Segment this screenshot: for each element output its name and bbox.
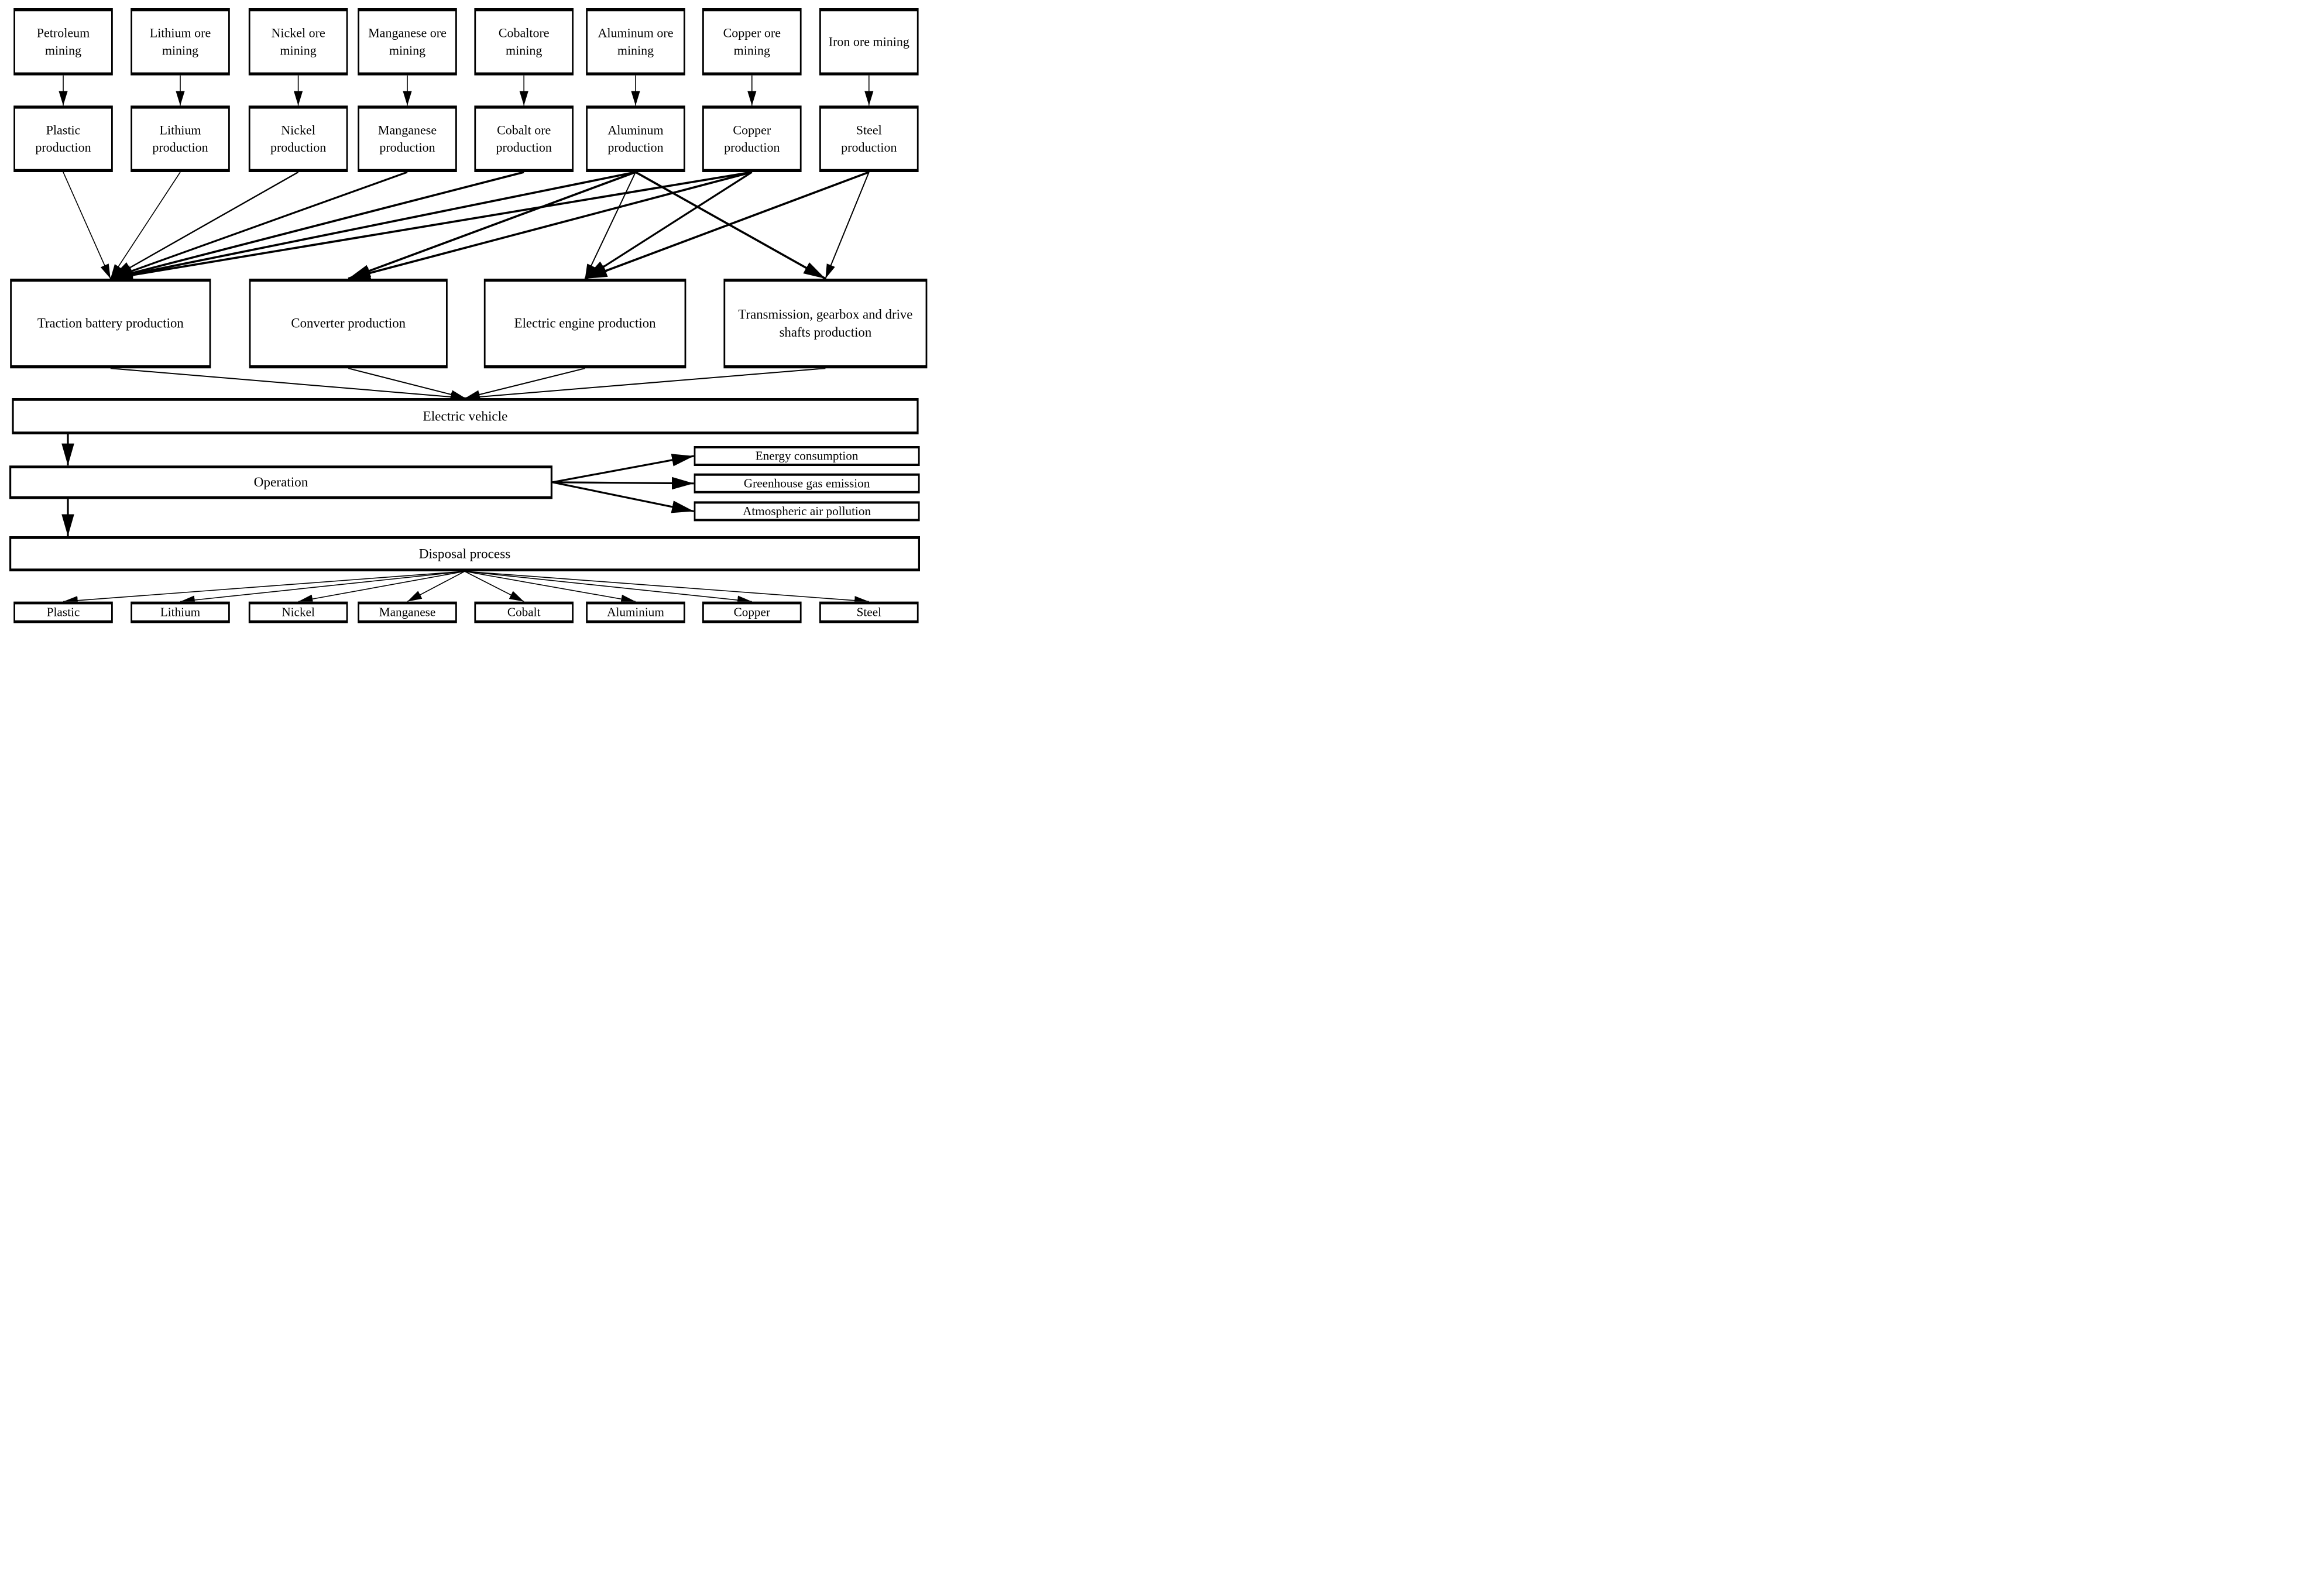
- edge-copper-production->converter: [348, 171, 753, 280]
- node-copper-out: Copper: [702, 601, 802, 623]
- node-nickel-out: Nickel: [248, 601, 348, 623]
- node-cobalt-out: Cobalt: [474, 601, 574, 623]
- node-label: Steel: [856, 605, 881, 619]
- node-label: Greenhouse gas emission: [743, 476, 870, 491]
- edge-manganese-production->traction-battery: [110, 171, 408, 280]
- node-label: Electric vehicle: [423, 408, 508, 424]
- node-label: Lithium production: [152, 122, 208, 155]
- node-aluminum-ore-mining: Aluminum ore mining: [586, 8, 685, 76]
- node-nickel-ore-mining: Nickel ore mining: [248, 8, 348, 76]
- node-label: Lithium ore mining: [149, 26, 211, 58]
- node-label: Traction battery production: [37, 316, 184, 331]
- node-label: Aluminium: [607, 605, 664, 619]
- node-operation: Operation: [9, 465, 552, 499]
- node-disposal: Disposal process: [9, 536, 920, 571]
- edge-operation->ghg-emission: [552, 477, 694, 490]
- node-energy-consumption: Energy consumption: [694, 446, 920, 466]
- node-label: Iron ore mining: [828, 34, 909, 49]
- edge-converter->electric-vehicle: [348, 368, 466, 399]
- node-steel-production: Steel production: [819, 105, 919, 172]
- node-label: Copper ore mining: [723, 26, 781, 58]
- node-label: Plastic production: [35, 122, 91, 155]
- node-label: Nickel: [282, 605, 315, 619]
- edge-disposal->cobalt-out: [464, 571, 524, 602]
- node-label: Energy consumption: [755, 449, 859, 463]
- node-manganese-out: Manganese: [358, 601, 457, 623]
- node-steel-out: Steel: [819, 601, 919, 623]
- node-label: Atmospheric air pollution: [743, 504, 871, 518]
- edge-operation->air-pollution: [552, 481, 694, 513]
- node-aluminum-production: Aluminum production: [586, 105, 685, 172]
- node-plastic-production: Plastic production: [13, 105, 113, 172]
- edge-transmission->electric-vehicle: [465, 368, 826, 402]
- edge-aluminum-production->transmission: [635, 171, 826, 280]
- node-transmission: Transmission, gearbox and drive shafts p…: [723, 279, 928, 369]
- edge-copper-production->electric-engine: [584, 171, 753, 280]
- edge-operation->energy-consumption: [552, 454, 694, 484]
- node-ghg-emission: Greenhouse gas emission: [694, 473, 920, 493]
- edge-disposal->copper-out: [464, 571, 752, 605]
- edge-nickel-production->traction-battery: [110, 171, 299, 280]
- edge-aluminum-production->electric-engine: [584, 172, 636, 279]
- node-air-pollution: Atmospheric air pollution: [694, 501, 920, 522]
- node-label: Cobalt ore production: [496, 122, 552, 155]
- edge-plastic-production->traction-battery: [63, 172, 111, 279]
- node-label: Copper production: [724, 122, 780, 155]
- node-copper-ore-mining: Copper ore mining: [702, 8, 802, 76]
- node-label: Manganese ore mining: [368, 26, 447, 58]
- edge-aluminum-production->traction-battery: [110, 171, 636, 281]
- node-cobalt-ore-mining: Cobaltore mining: [474, 8, 574, 76]
- node-electric-vehicle: Electric vehicle: [12, 398, 919, 434]
- edge-electric-engine->electric-vehicle: [465, 368, 585, 399]
- node-label: Nickel ore mining: [271, 26, 325, 58]
- node-label: Manganese: [379, 605, 436, 619]
- node-label: Transmission, gearbox and drive shafts p…: [738, 307, 913, 340]
- node-manganese-ore-mining: Manganese ore mining: [358, 8, 457, 76]
- node-traction-battery: Traction battery production: [10, 279, 211, 369]
- node-plastic-out: Plastic: [13, 601, 113, 623]
- edge-lithium-production->traction-battery: [110, 172, 181, 279]
- node-label: Disposal process: [418, 546, 511, 561]
- edge-copper-production->traction-battery: [110, 171, 753, 282]
- edge-cobalt-production->traction-battery: [110, 171, 524, 280]
- node-manganese-production: Manganese production: [358, 105, 457, 172]
- node-label: Operation: [253, 474, 308, 490]
- node-label: Manganese production: [377, 122, 437, 155]
- edge-disposal->steel-out: [464, 571, 869, 605]
- edge-disposal->lithium-out: [180, 571, 465, 605]
- edge-disposal->plastic-out: [63, 571, 465, 605]
- node-petroleum-mining: Petroleum mining: [13, 8, 113, 76]
- edge-disposal->aluminium-out: [464, 571, 636, 604]
- node-label: Copper: [733, 605, 771, 619]
- node-label: Converter production: [291, 316, 406, 331]
- node-label: Lithium: [160, 605, 201, 619]
- edge-traction-battery->electric-vehicle: [110, 368, 466, 402]
- edge-disposal->nickel-out: [298, 571, 465, 604]
- node-copper-production: Copper production: [702, 105, 802, 172]
- edge-aluminum-production->converter: [348, 171, 636, 280]
- edge-disposal->manganese-out: [407, 571, 465, 602]
- edge-steel-production->electric-engine: [584, 171, 870, 280]
- node-aluminium-out: Aluminium: [586, 601, 685, 623]
- node-label: Aluminum ore mining: [598, 26, 674, 58]
- node-electric-engine: Electric engine production: [483, 279, 686, 369]
- node-label: Cobalt: [507, 605, 541, 619]
- node-lithium-production: Lithium production: [131, 105, 230, 172]
- node-label: Cobaltore mining: [498, 26, 550, 58]
- node-label: Petroleum mining: [36, 26, 90, 58]
- node-cobalt-production: Cobalt ore production: [474, 105, 574, 172]
- node-lithium-out: Lithium: [131, 601, 230, 623]
- node-label: Plastic: [46, 605, 80, 619]
- node-lithium-ore-mining: Lithium ore mining: [131, 8, 230, 76]
- node-label: Nickel production: [270, 122, 327, 155]
- node-label: Aluminum production: [607, 122, 664, 155]
- node-nickel-production: Nickel production: [248, 105, 348, 172]
- node-label: Steel production: [841, 122, 897, 155]
- node-label: Electric engine production: [514, 316, 656, 331]
- node-converter: Converter production: [249, 279, 448, 369]
- node-iron-ore-mining: Iron ore mining: [819, 8, 919, 76]
- edge-steel-production->transmission: [825, 172, 870, 279]
